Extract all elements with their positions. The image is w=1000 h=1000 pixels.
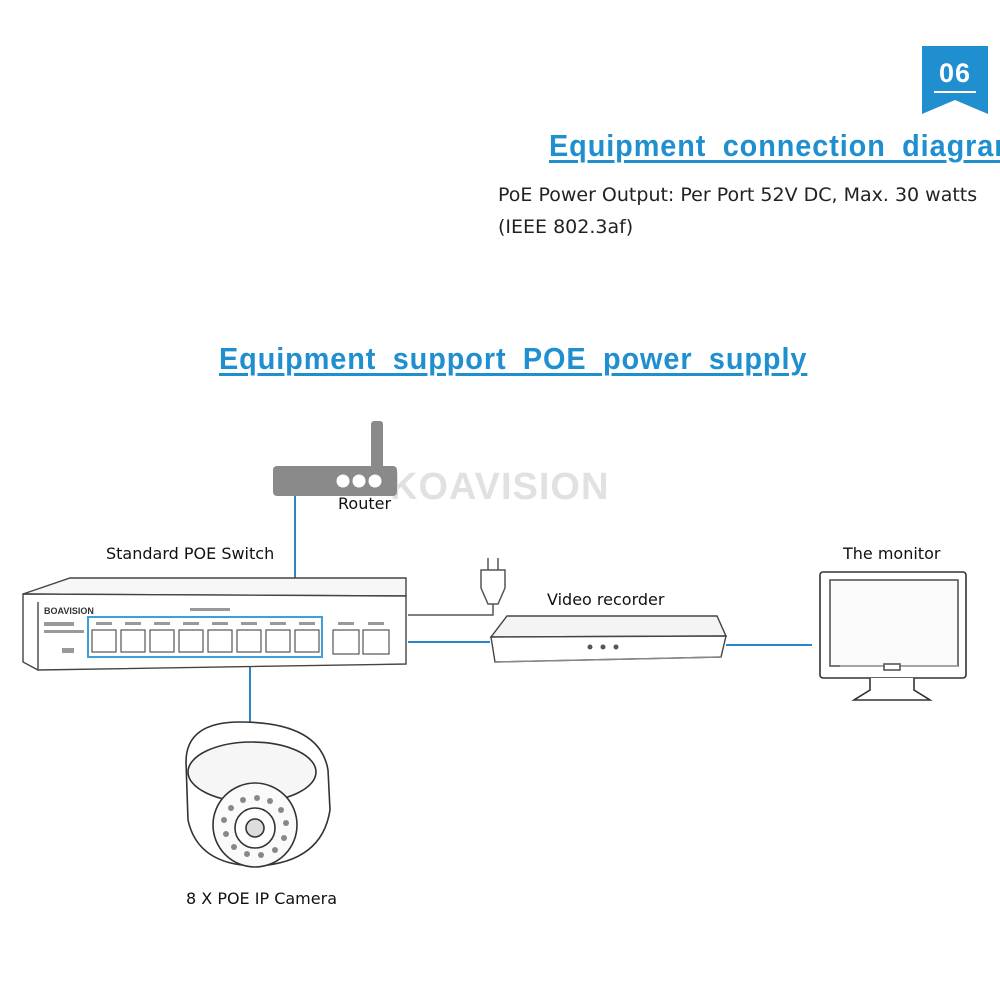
- camera-label: 8 X POE IP Camera: [186, 889, 337, 908]
- section-number-badge: 06: [922, 46, 988, 114]
- poe-output-spec: PoE Power Output: Per Port 52V DC, Max. …: [498, 184, 978, 206]
- cables: [249, 495, 812, 722]
- switch-brand: BOAVISION: [44, 606, 94, 616]
- router-icon: [273, 421, 397, 496]
- badge-number: 06: [938, 58, 972, 88]
- camera-ir-leds: [221, 795, 289, 858]
- badge-shape: [922, 46, 988, 114]
- dome-camera-icon: [185, 721, 331, 868]
- watermark: KOAVISION: [390, 466, 610, 508]
- switch-ports: [91, 629, 390, 655]
- router-label: Router: [338, 494, 392, 513]
- switch-label: Standard POE Switch: [106, 544, 275, 563]
- poe-standard: (IEEE 802.3af): [498, 216, 634, 238]
- monitor-label: The monitor: [843, 544, 941, 563]
- power-plug-icon: [408, 558, 506, 616]
- primary-heading: Equipment connection diagram: [549, 128, 1000, 163]
- secondary-heading: Equipment support POE power supply: [219, 341, 808, 376]
- poe-switch-icon: BOAVISION: [22, 577, 407, 671]
- recorder-label: Video recorder: [547, 590, 665, 609]
- video-recorder-icon: [489, 615, 728, 663]
- monitor-icon: [819, 571, 967, 701]
